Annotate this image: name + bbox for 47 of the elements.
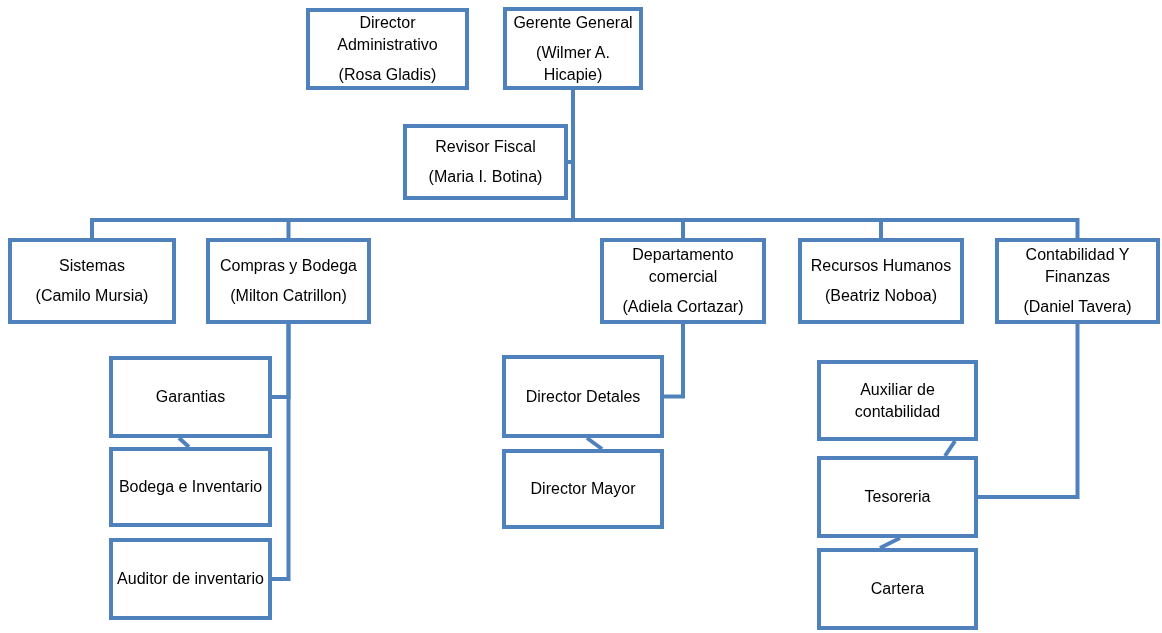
role-title: Garantias: [155, 387, 226, 407]
role-title: Director Detales: [525, 386, 641, 407]
org-box: [502, 449, 664, 529]
person-name: (Rosa Gladis): [338, 65, 437, 85]
org-box: [995, 238, 1160, 324]
connector-line: [272, 324, 291, 581]
role-title: Gerente General: [513, 12, 633, 33]
person-name: (Adiela Cortazar): [622, 297, 744, 317]
org-box: [817, 456, 978, 538]
org-box: [600, 238, 766, 324]
org-box: [109, 538, 272, 620]
role-title: Auditor de inventario: [117, 569, 264, 589]
role-title: Auxiliar de contabilidad: [853, 379, 942, 422]
role-title: Bodega e Inventario: [118, 477, 263, 497]
role-title: Revisor Fiscal: [435, 137, 536, 157]
org-box: [109, 356, 272, 438]
role-title: Compras y Bodega: [220, 256, 357, 276]
connector-line: [943, 439, 957, 458]
person-name: (Camilo Mursia): [35, 286, 149, 306]
org-box: [206, 238, 371, 324]
org-box: [503, 7, 643, 90]
org-box: [109, 447, 272, 527]
connector-line: [664, 324, 685, 399]
connector-line: [978, 324, 1080, 499]
role-title: Departamento comercial: [631, 245, 735, 287]
person-name: (Maria I. Botina): [428, 167, 543, 187]
org-box: [502, 355, 664, 438]
person-name: (Daniel Tavera): [1023, 297, 1132, 317]
org-box: [8, 238, 176, 324]
person-name: (Milton Catrillon): [230, 286, 347, 306]
person-name: (Wilmer A. Hicapie): [535, 42, 611, 85]
org-box: [817, 548, 978, 630]
person-name: (Beatriz Noboa): [824, 286, 937, 306]
role-title: Contabilidad Y Finanzas: [1024, 245, 1131, 287]
role-title: Director Administrativo: [336, 13, 439, 55]
connector-line: [879, 536, 901, 550]
role-title: Director Mayor: [530, 479, 636, 499]
connector-line: [585, 436, 604, 451]
connector-line: [177, 436, 191, 449]
org-box: [403, 124, 568, 200]
org-box: [817, 360, 978, 441]
org-box: [306, 8, 469, 90]
org-box: [798, 238, 964, 324]
role-title: Cartera: [870, 579, 925, 599]
role-title: Sistemas: [59, 256, 125, 276]
role-title: Tesoreria: [864, 487, 931, 507]
role-title: Recursos Humanos: [810, 256, 952, 276]
